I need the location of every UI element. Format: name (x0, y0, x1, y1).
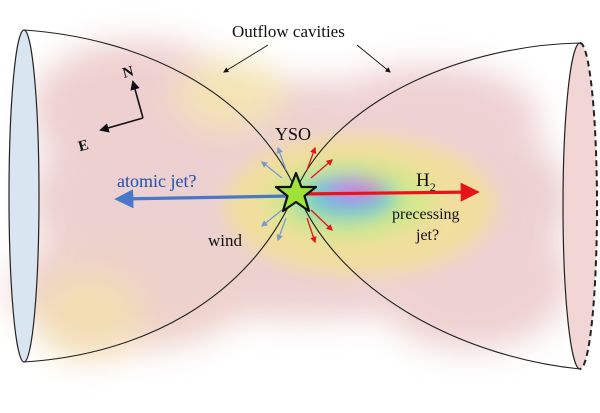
h2-label-main: H (416, 170, 430, 191)
h2-jet-arrow (299, 182, 480, 202)
right-cavity-end-front (579, 42, 598, 370)
right-cavity-end (563, 43, 597, 369)
atomic-jet-label: atomic jet? (117, 171, 196, 191)
wind-arrows-red (306, 146, 333, 244)
compass (99, 80, 144, 133)
outflow-pointer-right (356, 44, 391, 73)
outflow-cavities-label: Outflow cavities (232, 22, 345, 41)
jet-label: jet? (415, 227, 439, 244)
emission-map (10, 40, 570, 360)
outflow-pointer-left (223, 44, 269, 73)
north-label: N (121, 64, 136, 82)
wind-arrows-blue (260, 146, 287, 242)
wind-label: wind (208, 231, 243, 250)
east-label: E (77, 137, 91, 155)
yso-label: YSO (275, 124, 311, 144)
yso-star-icon (274, 171, 318, 213)
h2-label: H2 (416, 170, 436, 194)
h2-label-subscript: 2 (430, 180, 436, 194)
right-cavity-end-back (562, 42, 581, 370)
precessing-label: precessing (392, 206, 460, 223)
left-cavity-end (8, 29, 40, 363)
atomic-jet-arrow (114, 189, 293, 209)
